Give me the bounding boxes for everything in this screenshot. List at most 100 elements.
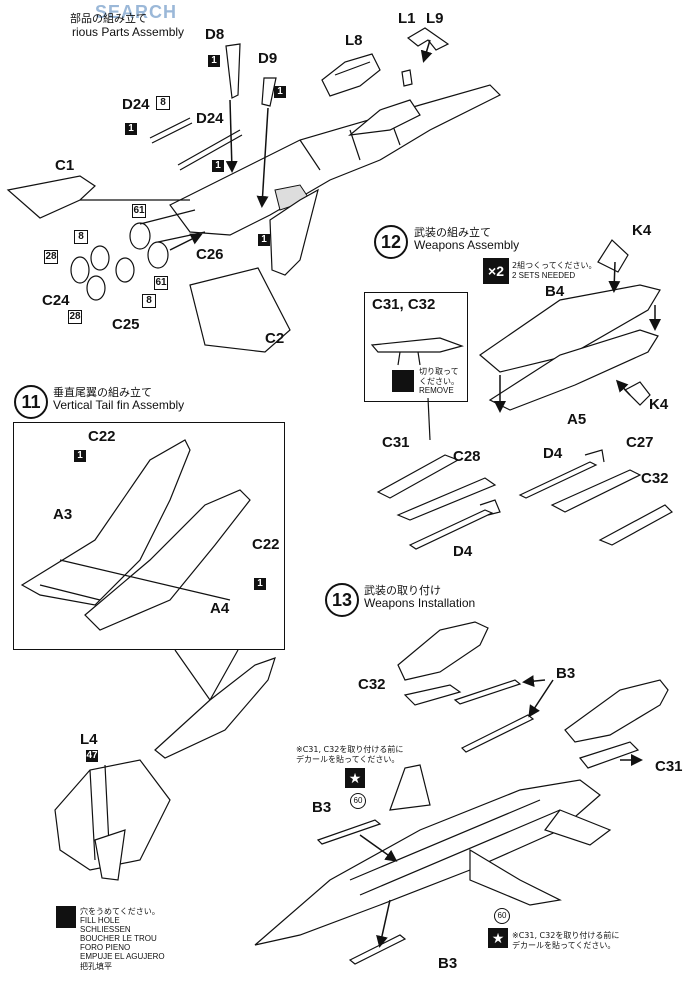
- fuel-tank-b4: [479, 239, 661, 373]
- step10-title-jp: 部品の組み立て: [70, 12, 147, 25]
- fill-note-it: FORO PIENO: [80, 943, 131, 952]
- step12-title-jp: 武装の組み立て: [414, 226, 491, 239]
- label-b3-bottom: B3: [438, 955, 458, 972]
- label-c27: C27: [626, 434, 654, 451]
- step12-title-en: Weapons Assembly: [414, 238, 520, 252]
- decal-note-jp2: デカールを貼ってください。: [296, 755, 400, 764]
- fill-note-cn: 把孔填平: [80, 962, 112, 971]
- pylon-c32-install: [403, 684, 462, 706]
- color-marker-1: 1: [212, 160, 224, 172]
- pylon-cut-inset-box: [364, 292, 468, 402]
- tank-left: [397, 621, 489, 681]
- label-c24: C24: [42, 292, 70, 309]
- aircraft-main: [254, 764, 612, 946]
- color-marker-8: 8: [142, 294, 156, 308]
- step13-title-jp: 武装の取り付け: [364, 584, 441, 597]
- canopy-part: [321, 53, 381, 97]
- color-marker-1: 1: [258, 234, 270, 246]
- label-k4-bottom: K4: [649, 396, 669, 413]
- fuselage-assembly: [169, 84, 502, 276]
- label-b3-left: B3: [312, 799, 332, 816]
- label-d8: D8: [205, 26, 225, 43]
- decal2-note-jp1: ※C31, C32を取り付ける前に: [512, 931, 620, 940]
- windscreen-part: [406, 27, 450, 51]
- missile-b3-bottom: [348, 934, 407, 965]
- step11-number: 11: [14, 385, 48, 419]
- label-a4: A4: [210, 600, 230, 617]
- pylon-c27: [550, 469, 642, 513]
- part-d8: [225, 43, 241, 99]
- step13-title-en: Weapons Installation: [364, 596, 476, 610]
- cut-icon: [392, 370, 414, 392]
- label-c28: C28: [453, 448, 481, 465]
- label-a5: A5: [567, 411, 587, 428]
- label-c31-weapons: C31: [382, 434, 410, 451]
- label-b3-top: B3: [556, 665, 576, 682]
- color-marker-61: 61: [154, 276, 168, 290]
- label-d4-left: D4: [453, 543, 473, 560]
- label-d24-b: D24: [196, 110, 224, 127]
- color-marker-1: 1: [74, 450, 86, 462]
- step13-number: 13: [325, 583, 359, 617]
- vertical-tail-box: [20, 439, 251, 631]
- label-l8: L8: [345, 32, 363, 49]
- label-a3: A3: [53, 506, 73, 523]
- wing-c2: [189, 267, 291, 353]
- label-d24-a: D24: [122, 96, 150, 113]
- fill-note-jp: 穴をうめてください。: [80, 907, 160, 916]
- label-b4: B4: [545, 283, 565, 300]
- fill-note-fr: BOUCHER LE TROU: [80, 934, 157, 943]
- color-marker-61: 61: [132, 204, 146, 218]
- tail-assembly-box: [13, 422, 285, 650]
- fuel-tank-a5: [488, 329, 659, 411]
- color-marker-28: 28: [44, 250, 58, 264]
- pylon-c28: [396, 477, 497, 521]
- sets-badge: ×2: [483, 258, 509, 284]
- remove-note-en: REMOVE: [419, 386, 454, 395]
- label-l1: L1: [398, 10, 416, 27]
- engine-nozzles: [70, 209, 206, 301]
- part-d9: [261, 77, 277, 107]
- color-marker-28: 28: [68, 310, 82, 324]
- wing-c1: [6, 175, 190, 219]
- step11-title-jp: 垂直尾翼の組み立て: [53, 386, 152, 399]
- remove-note-jp1: 切り取って: [419, 367, 459, 376]
- decal-star-icon: ★: [345, 768, 365, 788]
- label-c32-weapons: C32: [641, 470, 669, 487]
- decal-star-icon: ★: [488, 928, 508, 948]
- color-marker-47: 47: [86, 750, 98, 762]
- step10-title-en: rious Parts Assembly: [72, 25, 185, 39]
- tail-mounted-view: [54, 657, 276, 881]
- decal2-note-jp2: デカールを貼ってください。: [512, 941, 616, 950]
- label-c2: C2: [265, 330, 285, 347]
- missile-b3-left: [316, 819, 382, 845]
- label-l4: L4: [80, 731, 98, 748]
- pylon-c31: [376, 454, 460, 499]
- label-d9: D9: [258, 50, 278, 67]
- color-marker-1: 1: [254, 578, 266, 590]
- pylon-cut-inset: [370, 337, 464, 366]
- missile-d4-left: [408, 499, 501, 550]
- watermark-text: SEARCH: [95, 2, 178, 22]
- color-marker-8: 8: [74, 230, 88, 244]
- label-c32-install: C32: [358, 676, 386, 693]
- missiles-b3-upper: [453, 679, 535, 753]
- color-marker-1: 1: [208, 55, 220, 67]
- fill-hole-icon: [56, 906, 76, 928]
- color-marker-60: 60: [494, 908, 510, 924]
- label-c22-right: C22: [252, 536, 280, 553]
- fill-note-de: SCHLIESSEN: [80, 925, 131, 934]
- label-c31-install: C31: [655, 758, 683, 775]
- inset-title: C31, C32: [372, 296, 436, 313]
- label-k4-top: K4: [632, 222, 652, 239]
- label-c22-top: C22: [88, 428, 116, 445]
- label-l9: L9: [426, 10, 444, 27]
- color-marker-8: 8: [156, 96, 170, 110]
- missile-d4-right: [518, 449, 605, 499]
- fill-note-es: EMPUJE EL AGUJERO: [80, 952, 165, 961]
- sets-note-jp: 2組つくってください。: [512, 261, 597, 270]
- fill-note-en: FILL HOLE: [80, 916, 120, 925]
- tank-right: [564, 679, 669, 769]
- label-c26: C26: [196, 246, 224, 263]
- decal-note-jp1: ※C31, C32を取り付ける前に: [296, 745, 404, 754]
